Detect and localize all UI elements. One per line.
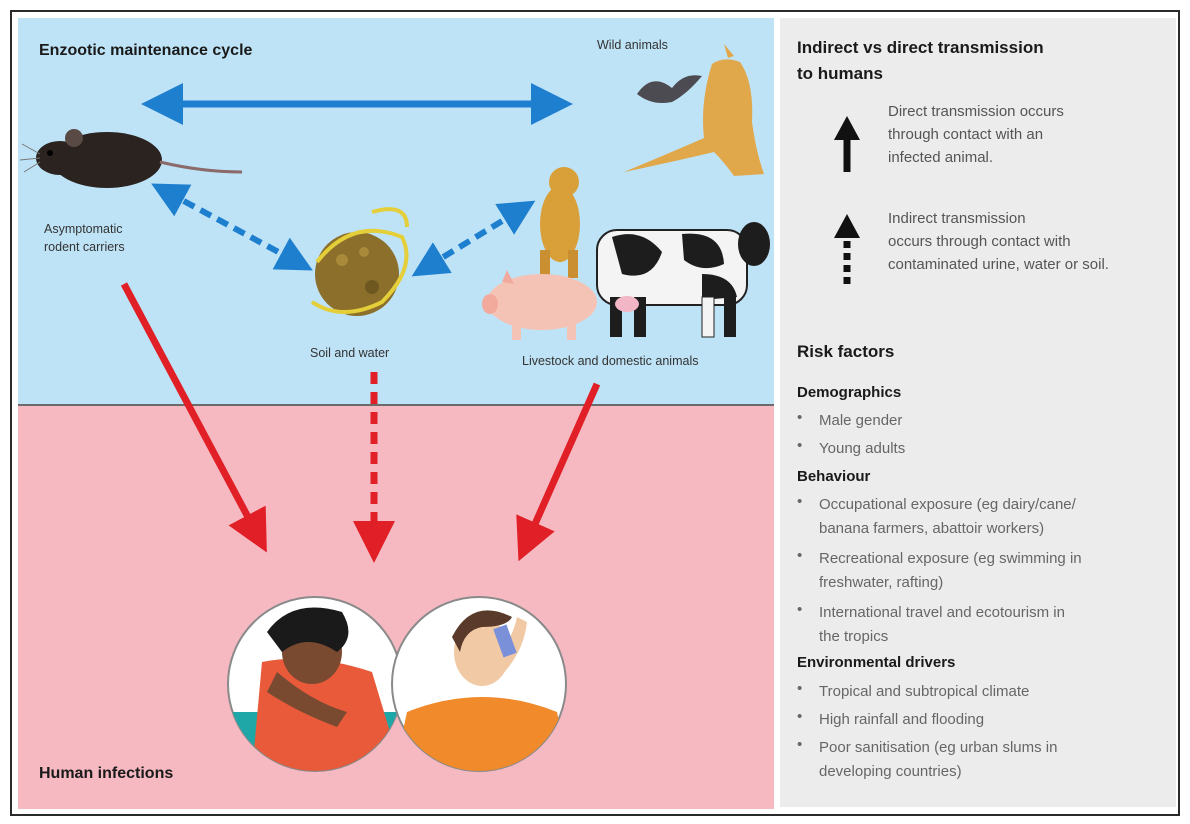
human-infections-title: Human infections bbox=[39, 765, 173, 783]
soil-water-icon bbox=[312, 209, 407, 316]
direct-text-line1: Direct transmission occurs bbox=[888, 100, 1064, 123]
cycle-title: Enzootic maintenance cycle bbox=[39, 42, 252, 60]
transmission-title-line2: to humans bbox=[797, 64, 883, 84]
livestock-label: Livestock and domestic animals bbox=[522, 354, 698, 368]
pig-icon bbox=[482, 270, 597, 340]
livestock-soil-arrow bbox=[427, 210, 520, 267]
rodent-label-line1: Asymptomatic bbox=[44, 222, 123, 236]
dog-icon bbox=[540, 167, 580, 278]
direct-transmission-arrow-icon bbox=[834, 116, 860, 172]
list-item: • Male gender bbox=[777, 409, 1167, 433]
indirect-text-line1: Indirect transmission bbox=[888, 207, 1026, 230]
risk-factors-title: Risk factors bbox=[797, 342, 894, 362]
indirect-text-line2: occurs through contact with bbox=[888, 230, 1071, 253]
list-item: • Occupational exposure (eg dairy/cane/ … bbox=[777, 493, 1167, 541]
transmission-title-line1: Indirect vs direct transmission bbox=[797, 38, 1044, 58]
list-item: • Poor sanitisation (eg urban slums in d… bbox=[777, 736, 1167, 784]
woman-patient-icon bbox=[228, 597, 402, 782]
behaviour-heading: Behaviour bbox=[797, 468, 870, 485]
indirect-transmission-arrow-icon bbox=[834, 214, 860, 284]
livestock-human-arrow bbox=[527, 384, 597, 542]
direct-text-line3: infected animal. bbox=[888, 146, 993, 169]
list-item: • High rainfall and flooding bbox=[777, 708, 1167, 732]
list-item: • Recreational exposure (eg swimming in … bbox=[777, 547, 1167, 595]
bat-icon bbox=[637, 75, 702, 103]
figure-frame: Enzootic maintenance cycle Wild animals … bbox=[10, 10, 1180, 816]
indirect-text-line3: contaminated urine, water or soil. bbox=[888, 253, 1109, 276]
list-item: • Tropical and subtropical climate bbox=[777, 680, 1167, 704]
man-patient-icon bbox=[392, 597, 572, 782]
cow-icon bbox=[597, 222, 770, 337]
soil-water-label: Soil and water bbox=[310, 346, 389, 360]
environmental-drivers-heading: Environmental drivers bbox=[797, 654, 955, 671]
list-item: • International travel and ecotourism in… bbox=[777, 601, 1167, 649]
rodent-icon bbox=[20, 129, 242, 188]
wild-animals-label: Wild animals bbox=[597, 38, 668, 52]
kangaroo-icon bbox=[624, 44, 764, 176]
rodent-soil-arrow bbox=[167, 192, 297, 262]
rodent-human-arrow bbox=[124, 284, 257, 534]
demographics-heading: Demographics bbox=[797, 384, 901, 401]
rodent-label-line2: rodent carriers bbox=[44, 240, 125, 254]
list-item: • Young adults bbox=[777, 437, 1167, 461]
direct-text-line2: through contact with an bbox=[888, 123, 1043, 146]
